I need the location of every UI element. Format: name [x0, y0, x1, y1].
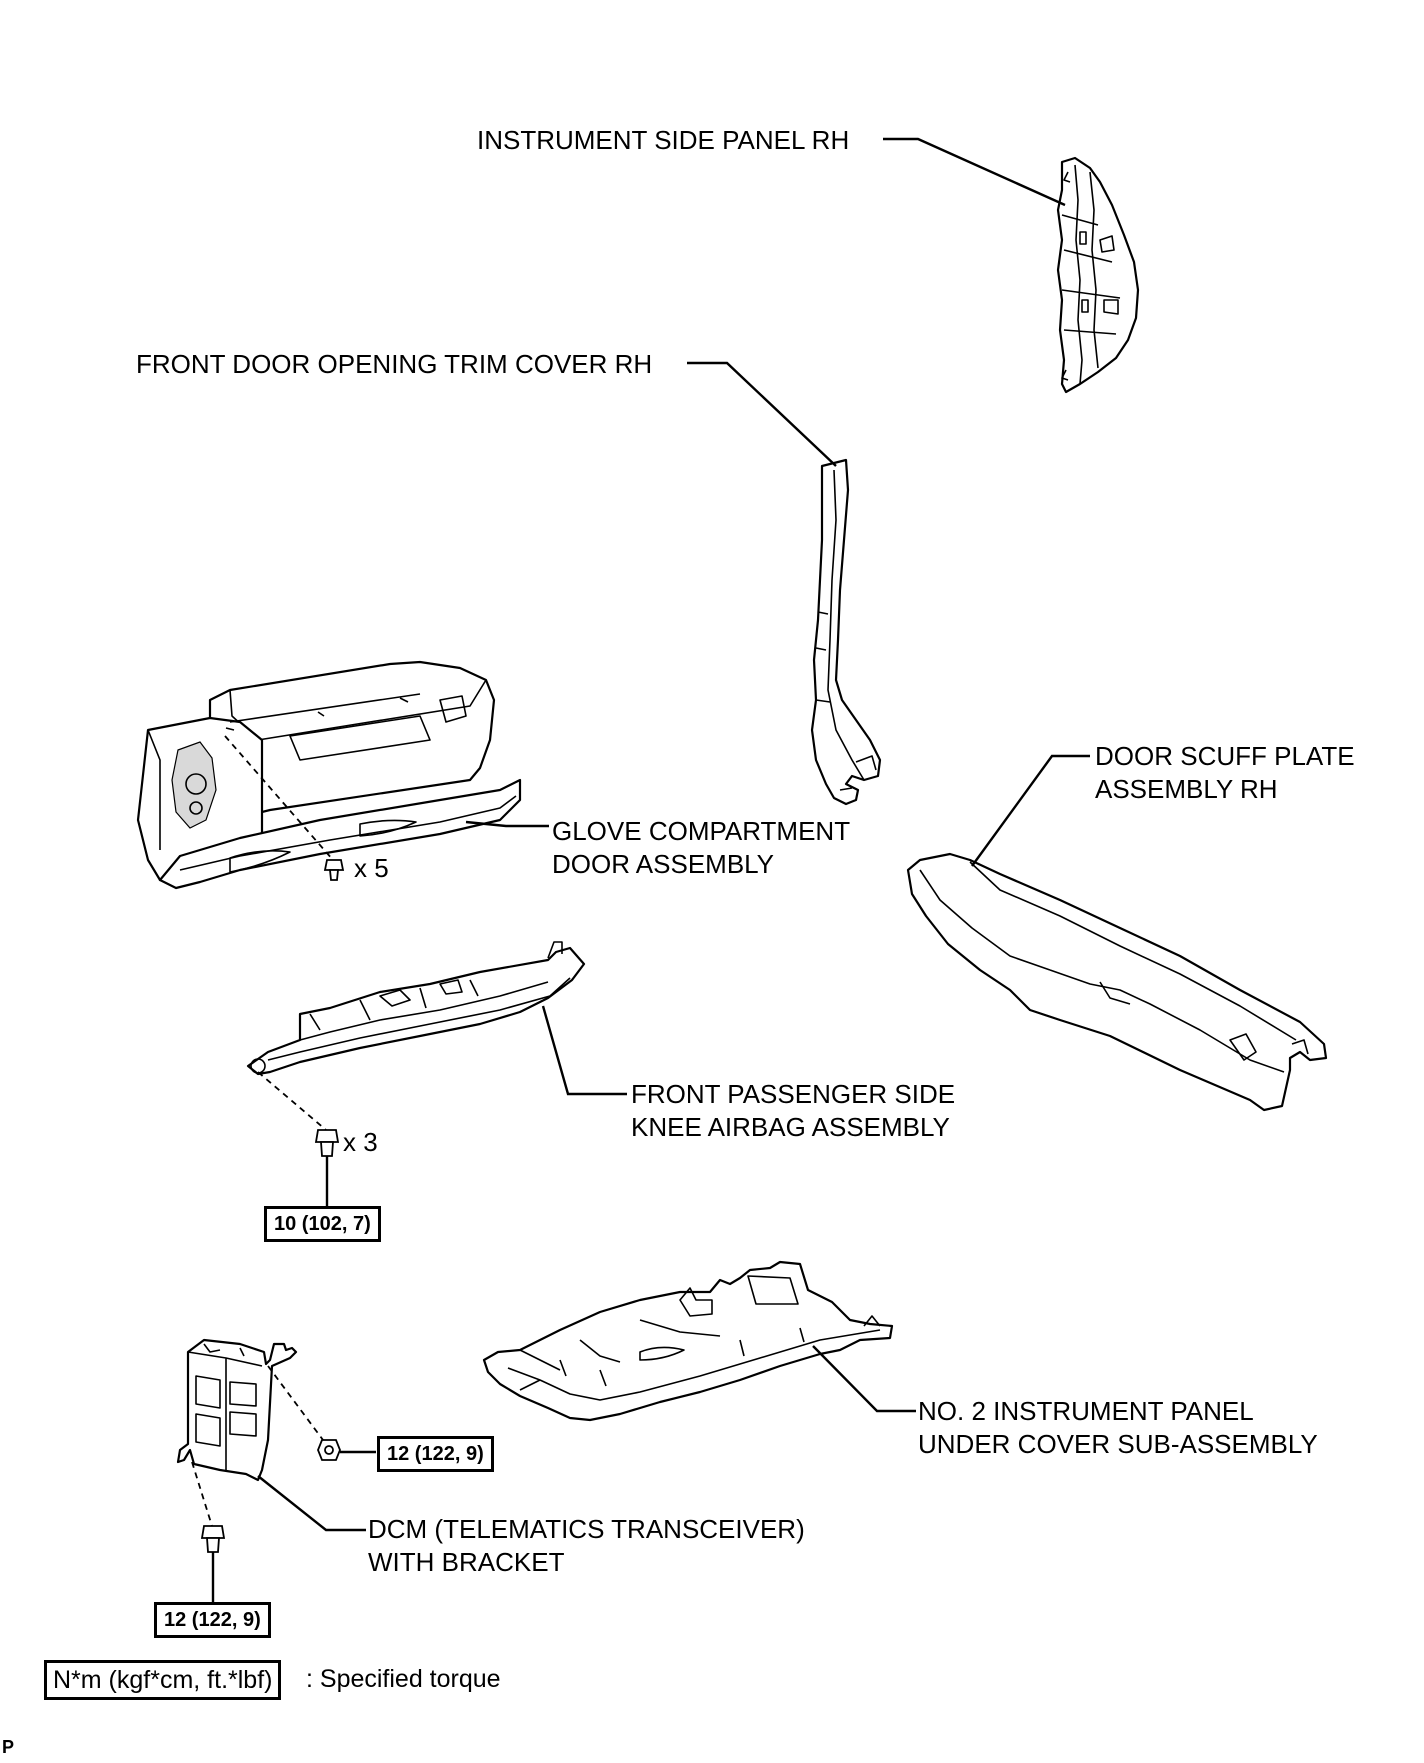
glove-screw-dashline	[224, 735, 334, 861]
torque-legend-text: : Specified torque	[306, 1665, 501, 1693]
corner-mark: P	[2, 1737, 15, 1757]
glove-compartment-label-line1: GLOVE COMPARTMENT	[552, 816, 851, 846]
airbag-bolt-torque-box: 10 (102, 7)	[264, 1206, 381, 1242]
knee-airbag-leader	[541, 1005, 627, 1096]
glove-compartment-drawing	[136, 660, 522, 890]
door-scuff-plate-drawing	[906, 852, 1328, 1112]
torque-unit-legend-box: N*m (kgf*cm, ft.*lbf)	[44, 1660, 282, 1700]
dcm-drawing	[176, 1338, 298, 1482]
dcm-label-line2: WITH BRACKET	[368, 1547, 565, 1577]
glove-compartment-leader	[465, 820, 549, 828]
front-door-trim-drawing	[810, 458, 882, 806]
dcm-label-line1: DCM (TELEMATICS TRANSCEIVER)	[368, 1514, 805, 1544]
knee-airbag-drawing	[246, 941, 586, 1076]
dcm-bolt-icon	[200, 1525, 226, 1553]
dcm-nut-icon	[317, 1439, 341, 1461]
front-door-trim-label: FRONT DOOR OPENING TRIM COVER RH	[136, 349, 653, 379]
airbag-bolt-icon	[314, 1129, 340, 1157]
under-cover-leader	[812, 1345, 916, 1413]
knee-airbag-label-line2: KNEE AIRBAG ASSEMBLY	[631, 1112, 950, 1142]
dcm-bolt-torque-box: 12 (122, 9)	[154, 1602, 271, 1638]
dcm-nut-dashline	[267, 1365, 327, 1445]
under-cover-label-line1: NO. 2 INSTRUMENT PANEL	[918, 1396, 1254, 1426]
dcm-leader	[257, 1475, 366, 1532]
airbag-bolt-dashline	[257, 1071, 327, 1131]
instrument-side-panel-drawing	[1056, 156, 1140, 394]
door-scuff-plate-label-line1: DOOR SCUFF PLATE	[1095, 741, 1355, 771]
door-scuff-plate-leader	[971, 754, 1090, 867]
glove-compartment-label-line2: DOOR ASSEMBLY	[552, 849, 775, 879]
instrument-side-panel-leader	[883, 137, 1066, 207]
front-door-trim-leader	[687, 361, 837, 467]
glove-screw-icon	[323, 859, 345, 881]
knee-airbag-label-line1: FRONT PASSENGER SIDE	[631, 1079, 956, 1109]
instrument-side-panel-label: INSTRUMENT SIDE PANEL RH	[477, 125, 850, 155]
under-cover-label-line2: UNDER COVER SUB-ASSEMBLY	[918, 1429, 1318, 1459]
dcm-nut-torque-box: 12 (122, 9)	[377, 1436, 494, 1472]
door-scuff-plate-label-line2: ASSEMBLY RH	[1095, 774, 1278, 804]
airbag-bolt-qty: x 3	[343, 1127, 378, 1157]
dcm-bolt-dashline	[191, 1461, 213, 1527]
glove-screw-qty: x 5	[354, 853, 389, 883]
under-cover-drawing	[482, 1260, 894, 1422]
